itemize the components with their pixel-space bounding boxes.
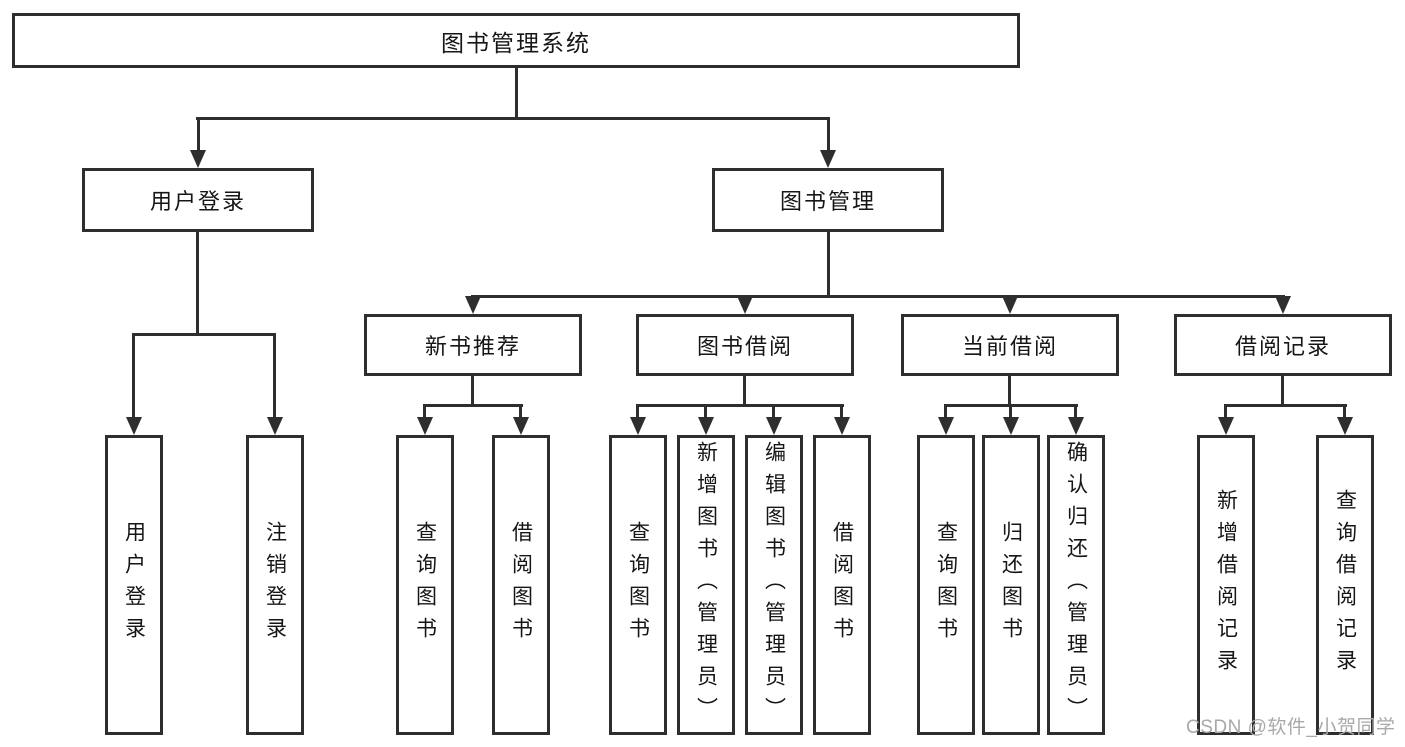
connector-stem xyxy=(827,232,830,298)
arrowhead-icon xyxy=(1337,417,1353,435)
connector-drop xyxy=(1074,404,1077,419)
connector-drop xyxy=(197,117,200,152)
connector-drop xyxy=(636,404,639,419)
connector-drop xyxy=(840,404,843,419)
connector-stem xyxy=(1281,376,1284,406)
node-book-management: 图书管理 xyxy=(712,168,944,232)
leaf-logout-login-label: 注销登录 xyxy=(263,521,287,649)
connector-bar xyxy=(1224,404,1347,407)
leaf-add-borrow-record-label: 新增借阅记录 xyxy=(1214,489,1238,681)
connector-drop xyxy=(273,333,276,419)
connector-drop xyxy=(1343,404,1346,419)
arrowhead-icon xyxy=(1003,417,1019,435)
node-library-system-label: 图书管理系统 xyxy=(441,29,591,56)
node-borrowing-records-label: 借阅记录 xyxy=(1234,334,1331,359)
connector-bar xyxy=(132,333,276,336)
connector-stem xyxy=(196,232,199,336)
connector-bar xyxy=(471,295,1285,298)
leaf-query-books-recommend-label: 查询图书 xyxy=(413,521,437,649)
node-user-login-label: 用户登录 xyxy=(149,189,246,214)
arrowhead-icon xyxy=(1002,296,1018,314)
leaf-edit-books-admin: 编辑图书（管理员） xyxy=(745,435,803,735)
arrowhead-icon xyxy=(465,296,481,314)
connector-drop xyxy=(132,333,135,419)
leaf-query-borrow-record-label: 查询借阅记录 xyxy=(1333,489,1357,681)
leaf-user-login-label: 用户登录 xyxy=(122,521,146,649)
node-library-system: 图书管理系统 xyxy=(12,13,1020,68)
connector-bar xyxy=(636,404,844,407)
connector-stem xyxy=(471,376,474,406)
connector-bar xyxy=(423,404,523,407)
leaf-edit-books-admin-label: 编辑图书（管理员） xyxy=(762,441,786,729)
leaf-borrow-books-borrow-label: 借阅图书 xyxy=(830,521,854,649)
connector-drop xyxy=(1009,404,1012,419)
leaf-borrow-books-recommend-label: 借阅图书 xyxy=(509,521,533,649)
leaf-query-books-recommend: 查询图书 xyxy=(396,435,454,735)
node-new-book-recommendation-label: 新书推荐 xyxy=(424,334,521,359)
connector-drop xyxy=(1224,404,1227,419)
node-book-management-label: 图书管理 xyxy=(779,189,876,214)
leaf-query-borrow-record: 查询借阅记录 xyxy=(1316,435,1374,735)
arrowhead-icon xyxy=(190,150,206,168)
node-user-login: 用户登录 xyxy=(82,168,314,232)
arrowhead-icon xyxy=(820,150,836,168)
leaf-add-borrow-record: 新增借阅记录 xyxy=(1197,435,1255,735)
arrowhead-icon xyxy=(126,417,142,435)
arrowhead-icon xyxy=(766,417,782,435)
connector-bar xyxy=(196,117,830,120)
arrowhead-icon xyxy=(1218,417,1234,435)
arrowhead-icon xyxy=(737,296,753,314)
leaf-user-login: 用户登录 xyxy=(105,435,163,735)
connector-drop xyxy=(772,404,775,419)
leaf-return-books: 归还图书 xyxy=(982,435,1040,735)
watermark-text: CSDN @软件_小贺同学 xyxy=(1186,717,1396,738)
leaf-borrow-books-borrow: 借阅图书 xyxy=(813,435,871,735)
leaf-query-books-borrow-label: 查询图书 xyxy=(626,521,650,649)
node-book-borrowing: 图书借阅 xyxy=(636,314,854,376)
leaf-confirm-return-admin: 确认归还（管理员） xyxy=(1047,435,1105,735)
leaf-logout-login: 注销登录 xyxy=(246,435,304,735)
arrowhead-icon xyxy=(513,417,529,435)
connector-drop xyxy=(519,404,522,419)
connector-drop xyxy=(827,117,830,152)
leaf-query-books-current: 查询图书 xyxy=(917,435,975,735)
leaf-add-books-admin: 新增图书（管理员） xyxy=(677,435,735,735)
connector-drop xyxy=(944,404,947,419)
node-current-borrowing-label: 当前借阅 xyxy=(961,334,1058,359)
leaf-borrow-books-recommend: 借阅图书 xyxy=(492,435,550,735)
node-borrowing-records: 借阅记录 xyxy=(1174,314,1392,376)
leaf-confirm-return-admin-label: 确认归还（管理员） xyxy=(1064,441,1088,729)
arrowhead-icon xyxy=(938,417,954,435)
node-new-book-recommendation: 新书推荐 xyxy=(364,314,582,376)
leaf-query-books-borrow: 查询图书 xyxy=(609,435,667,735)
connector-drop xyxy=(704,404,707,419)
arrowhead-icon xyxy=(1068,417,1084,435)
connector-stem xyxy=(515,68,518,120)
connector-drop xyxy=(423,404,426,419)
connector-stem xyxy=(1008,376,1011,406)
leaf-return-books-label: 归还图书 xyxy=(999,521,1023,649)
arrowhead-icon xyxy=(417,417,433,435)
arrowhead-icon xyxy=(1275,296,1291,314)
leaf-add-books-admin-label: 新增图书（管理员） xyxy=(694,441,718,729)
connector-stem xyxy=(743,376,746,406)
arrowhead-icon xyxy=(267,417,283,435)
node-book-borrowing-label: 图书借阅 xyxy=(696,334,793,359)
arrowhead-icon xyxy=(834,417,850,435)
arrowhead-icon xyxy=(630,417,646,435)
leaf-query-books-current-label: 查询图书 xyxy=(934,521,958,649)
node-current-borrowing: 当前借阅 xyxy=(901,314,1119,376)
arrowhead-icon xyxy=(698,417,714,435)
